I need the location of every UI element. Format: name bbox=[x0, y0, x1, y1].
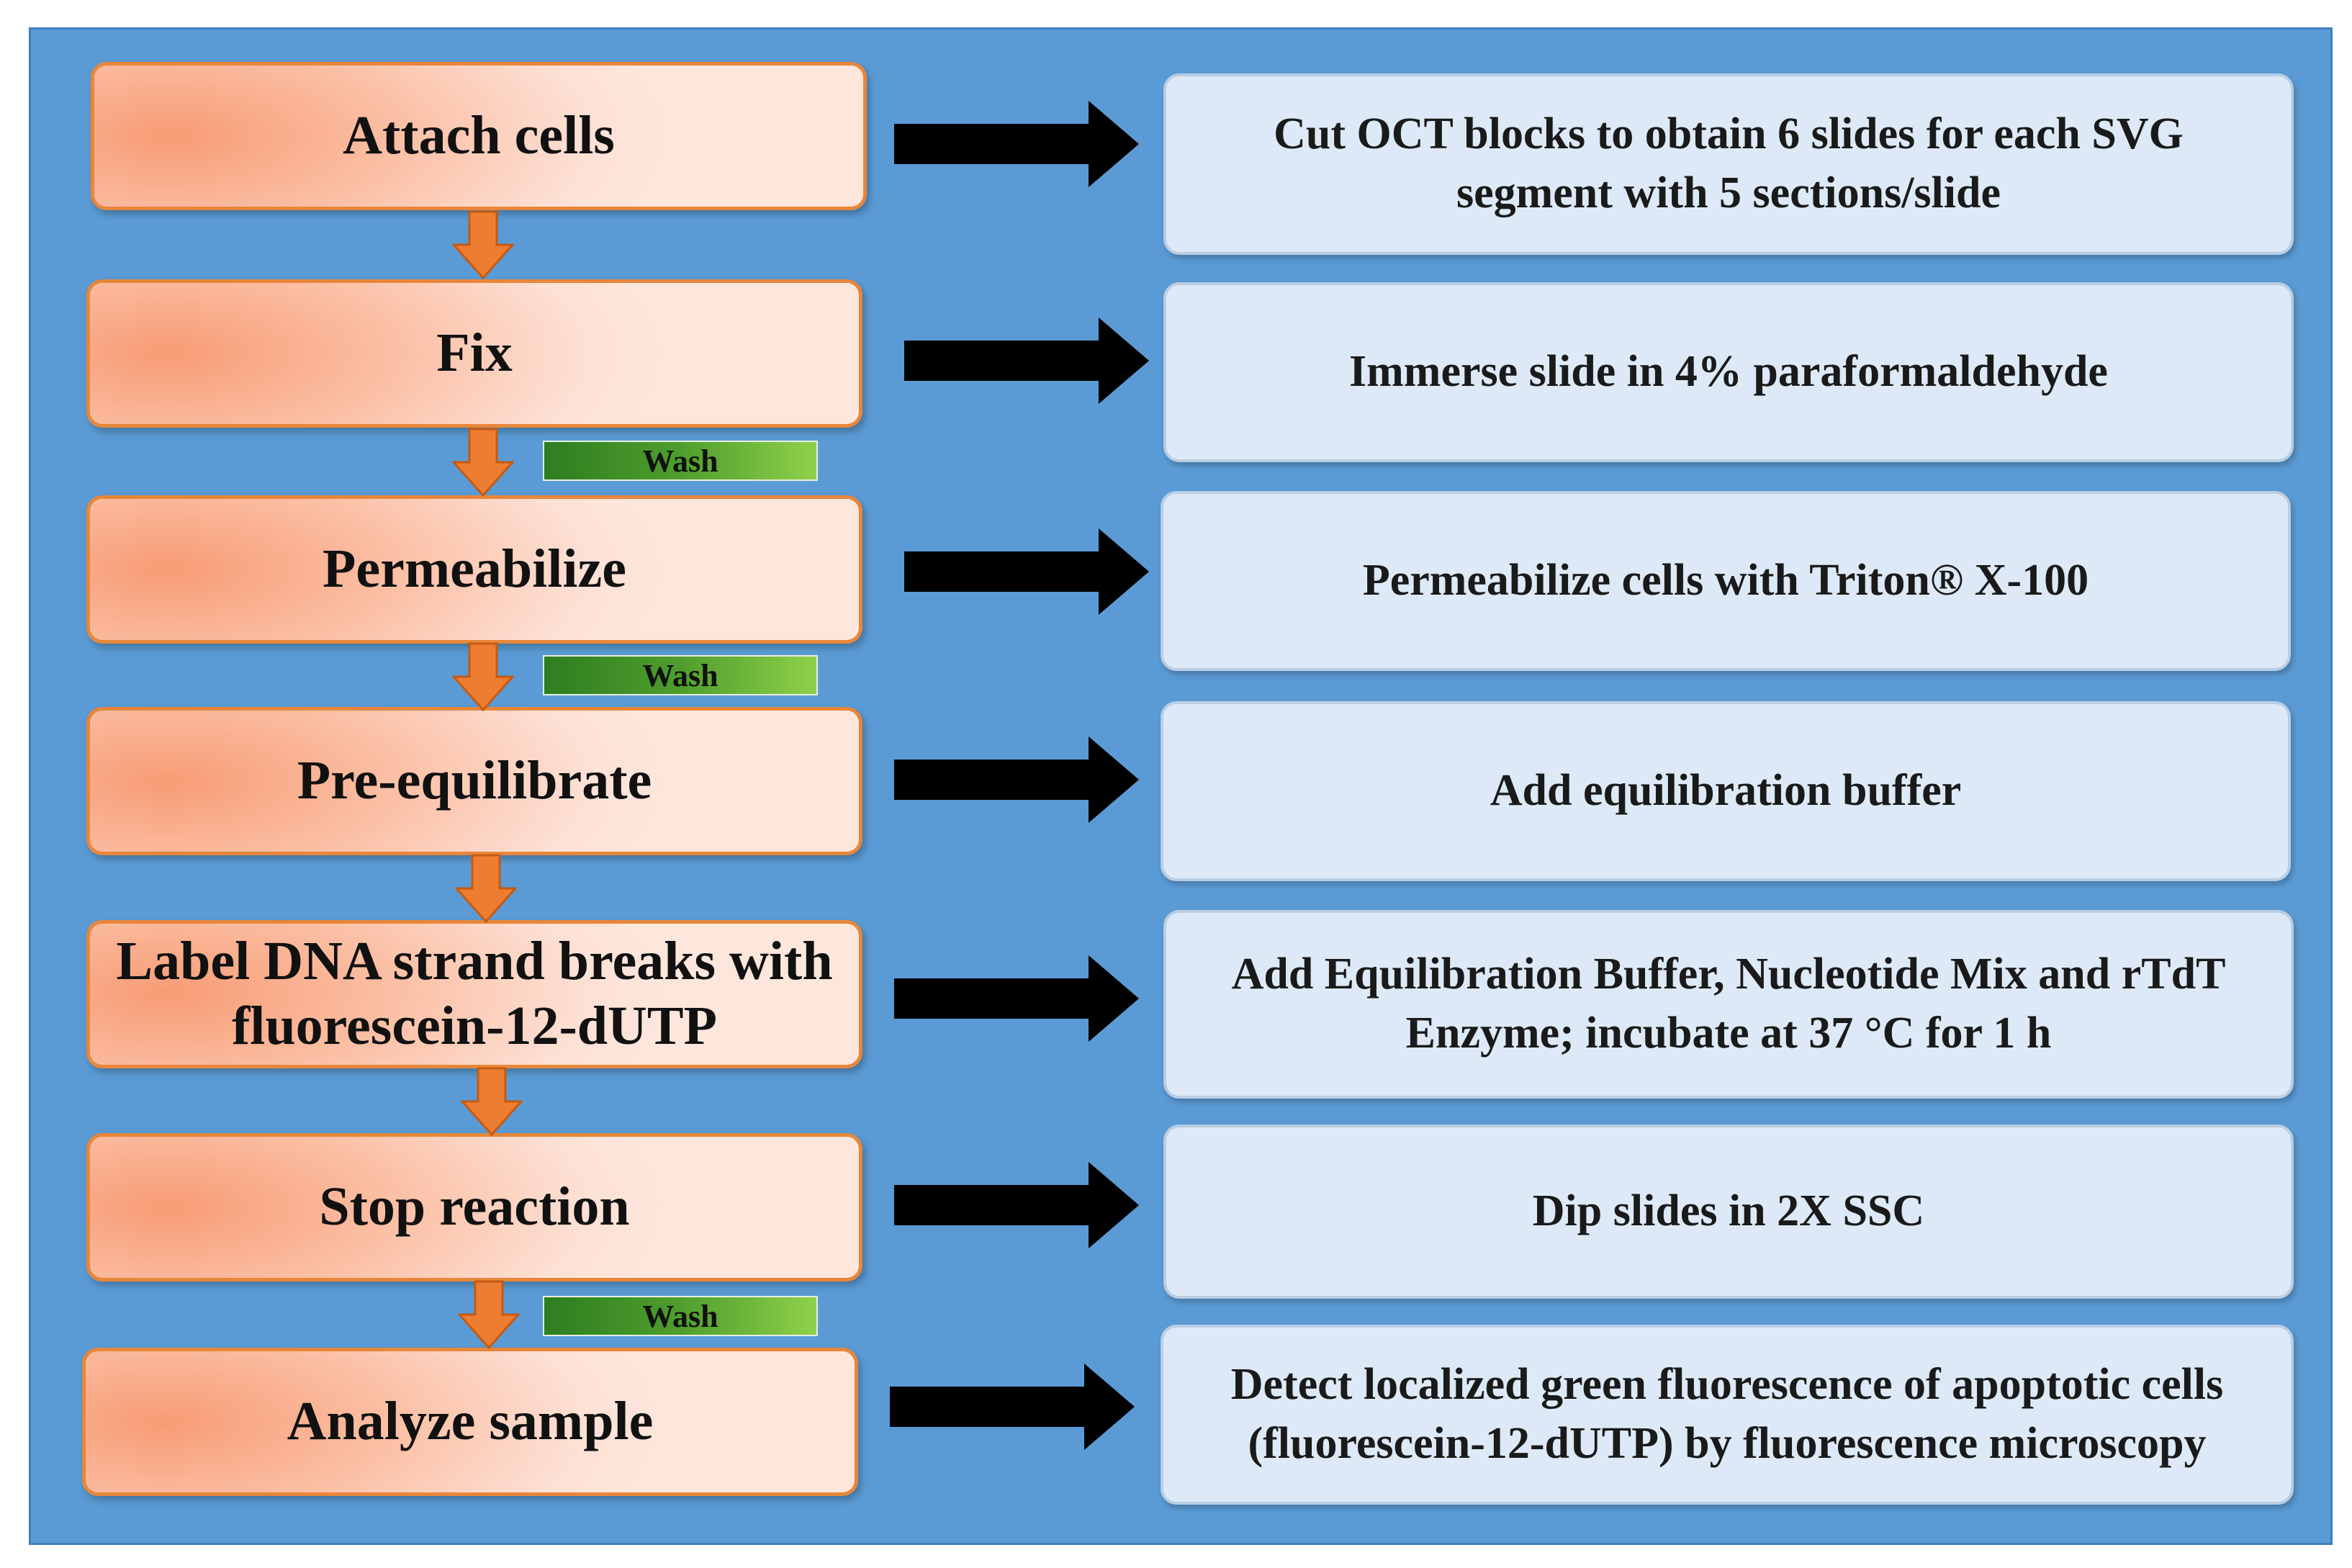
right-arrow-icon bbox=[894, 736, 1139, 823]
down-arrow-icon bbox=[461, 1067, 523, 1136]
down-arrow-icon bbox=[452, 428, 514, 497]
step-label-dna: Label DNA strand breaks with fluorescein… bbox=[86, 920, 862, 1068]
description-pre-equilibrate: Add equilibration buffer bbox=[1161, 701, 2291, 881]
step-fix: Fix bbox=[86, 279, 862, 428]
description-label-dna: Add Equilibration Buffer, Nucleotide Mix… bbox=[1163, 910, 2294, 1099]
step-stop-reaction: Stop reaction bbox=[86, 1133, 862, 1281]
down-arrow-icon bbox=[455, 854, 517, 923]
description-analyze-sample: Detect localized green fluorescence of a… bbox=[1161, 1325, 2294, 1505]
description-stop-reaction: Dip slides in 2X SSC bbox=[1163, 1125, 2294, 1299]
wash-bar: Wash bbox=[543, 655, 818, 695]
step-permeabilize: Permeabilize bbox=[86, 495, 862, 644]
step-attach-cells: Attach cells bbox=[91, 62, 867, 210]
down-arrow-icon bbox=[452, 210, 514, 279]
right-arrow-icon bbox=[894, 955, 1139, 1042]
right-arrow-icon bbox=[890, 1364, 1135, 1450]
wash-bar: Wash bbox=[543, 1296, 818, 1336]
step-analyze-sample: Analyze sample bbox=[82, 1348, 858, 1496]
description-fix: Immerse slide in 4% paraformaldehyde bbox=[1163, 282, 2294, 462]
down-arrow-icon bbox=[452, 642, 514, 711]
right-arrow-icon bbox=[904, 317, 1149, 404]
wash-bar: Wash bbox=[543, 441, 818, 481]
step-pre-equilibrate: Pre-equilibrate bbox=[86, 707, 862, 855]
right-arrow-icon bbox=[904, 528, 1149, 615]
right-arrow-icon bbox=[894, 101, 1139, 187]
description-permeabilize: Permeabilize cells with Triton® X-100 bbox=[1161, 491, 2291, 671]
right-arrow-icon bbox=[894, 1162, 1139, 1248]
description-attach-cells: Cut OCT blocks to obtain 6 slides for ea… bbox=[1163, 73, 2294, 255]
down-arrow-icon bbox=[458, 1280, 520, 1349]
